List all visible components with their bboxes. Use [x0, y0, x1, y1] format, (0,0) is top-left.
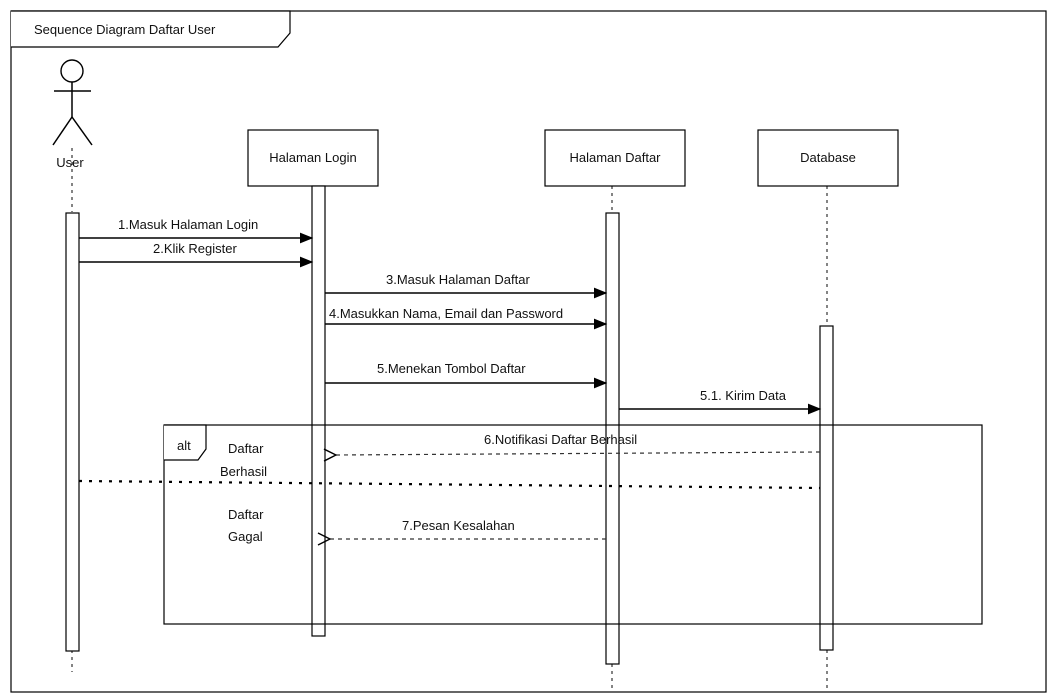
alt-fragment-tab [164, 424, 207, 461]
actor-activation-bar [65, 212, 80, 652]
participant-halaman-login-label: Halaman Login [269, 150, 356, 165]
message-2-label: 2.Klik Register [153, 241, 237, 256]
message-4-label: 4.Masukkan Nama, Email dan Password [329, 306, 563, 321]
login-activation-bar [311, 185, 326, 637]
frame-title-tab [11, 10, 291, 48]
daftar-activation-bar [605, 212, 620, 665]
participant-database [757, 129, 899, 187]
frame-border [10, 10, 1047, 693]
message-1-label: 1.Masuk Halaman Login [118, 217, 258, 232]
message-3-label: 3.Masuk Halaman Daftar [386, 272, 530, 287]
participant-database-label: Database [800, 150, 856, 165]
message-5-label: 5.Menekan Tombol Daftar [377, 361, 526, 376]
message-5-1-label: 5.1. Kirim Data [700, 388, 787, 403]
frame-title: Sequence Diagram Daftar User [34, 22, 216, 37]
message-6-label: 6.Notifikasi Daftar Berhasil [484, 432, 637, 447]
participant-halaman-daftar [544, 129, 686, 187]
alt-guard-1-line-2: Berhasil [220, 464, 267, 479]
alt-label: alt [177, 438, 191, 453]
database-activation-bar [819, 325, 834, 651]
message-6-arrow [336, 452, 821, 455]
message-7-label: 7.Pesan Kesalahan [402, 518, 515, 533]
alt-guard-2-line-1: Daftar [228, 507, 264, 522]
alt-guard-2-line-2: Gagal [228, 529, 263, 544]
alt-guard-1-line-1: Daftar [228, 441, 264, 456]
actor-label: User [56, 155, 84, 170]
alt-fragment [163, 424, 983, 625]
participant-halaman-daftar-label: Halaman Daftar [569, 150, 661, 165]
alt-divider [78, 479, 821, 490]
user-actor-icon [52, 59, 93, 146]
